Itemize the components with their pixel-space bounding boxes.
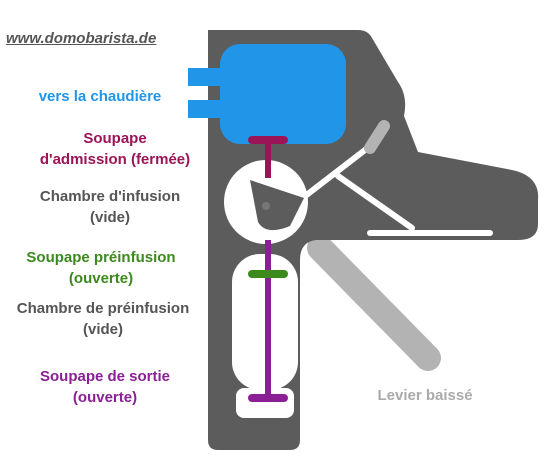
boiler-pipe-upper [188,68,226,86]
label-preinfusion-chamber-line2: (vide) [82,321,123,338]
label-boiler-text: vers la chaudière [38,88,162,105]
boiler [220,44,346,144]
label-lever: Levier baissé [364,385,486,406]
label-outlet-valve-line2: (ouverte) [72,389,138,406]
lever-pivot-handle [364,120,390,154]
label-brew-chamber: Chambre d'infusion (vide) [0,186,220,228]
label-preinfusion-valve-line1: Soupape préinfusion [26,249,176,266]
label-brew-chamber-line1: Chambre d'infusion [39,188,181,205]
label-outlet-valve: Soupape de sortie (ouverte) [0,366,210,408]
label-lever-text: Levier baissé [377,387,473,404]
label-preinfusion-valve-line2: (ouverte) [68,270,134,287]
label-outlet-valve-line1: Soupape de sortie [39,368,171,385]
label-inlet-valve-line2: d'admission (fermée) [39,151,191,168]
site-url[interactable]: www.domobarista.de [6,30,157,47]
label-brew-chamber-line2: (vide) [89,209,130,226]
lever-linkage-lower [335,173,415,231]
piston-pivot-dot [262,202,270,210]
label-preinfusion-valve: Soupape préinfusion (ouverte) [0,247,202,289]
label-inlet-valve-line1: Soupape [83,130,147,147]
boiler-pipe-lower [188,100,226,118]
lever-arm [307,235,441,371]
label-boiler: vers la chaudière [0,86,200,107]
label-preinfusion-chamber: Chambre de préinfusion (vide) [0,298,206,340]
label-inlet-valve: Soupape d'admission (fermée) [0,128,230,170]
brew-chamber-piston [250,180,304,231]
label-preinfusion-chamber-line1: Chambre de préinfusion [16,300,190,317]
